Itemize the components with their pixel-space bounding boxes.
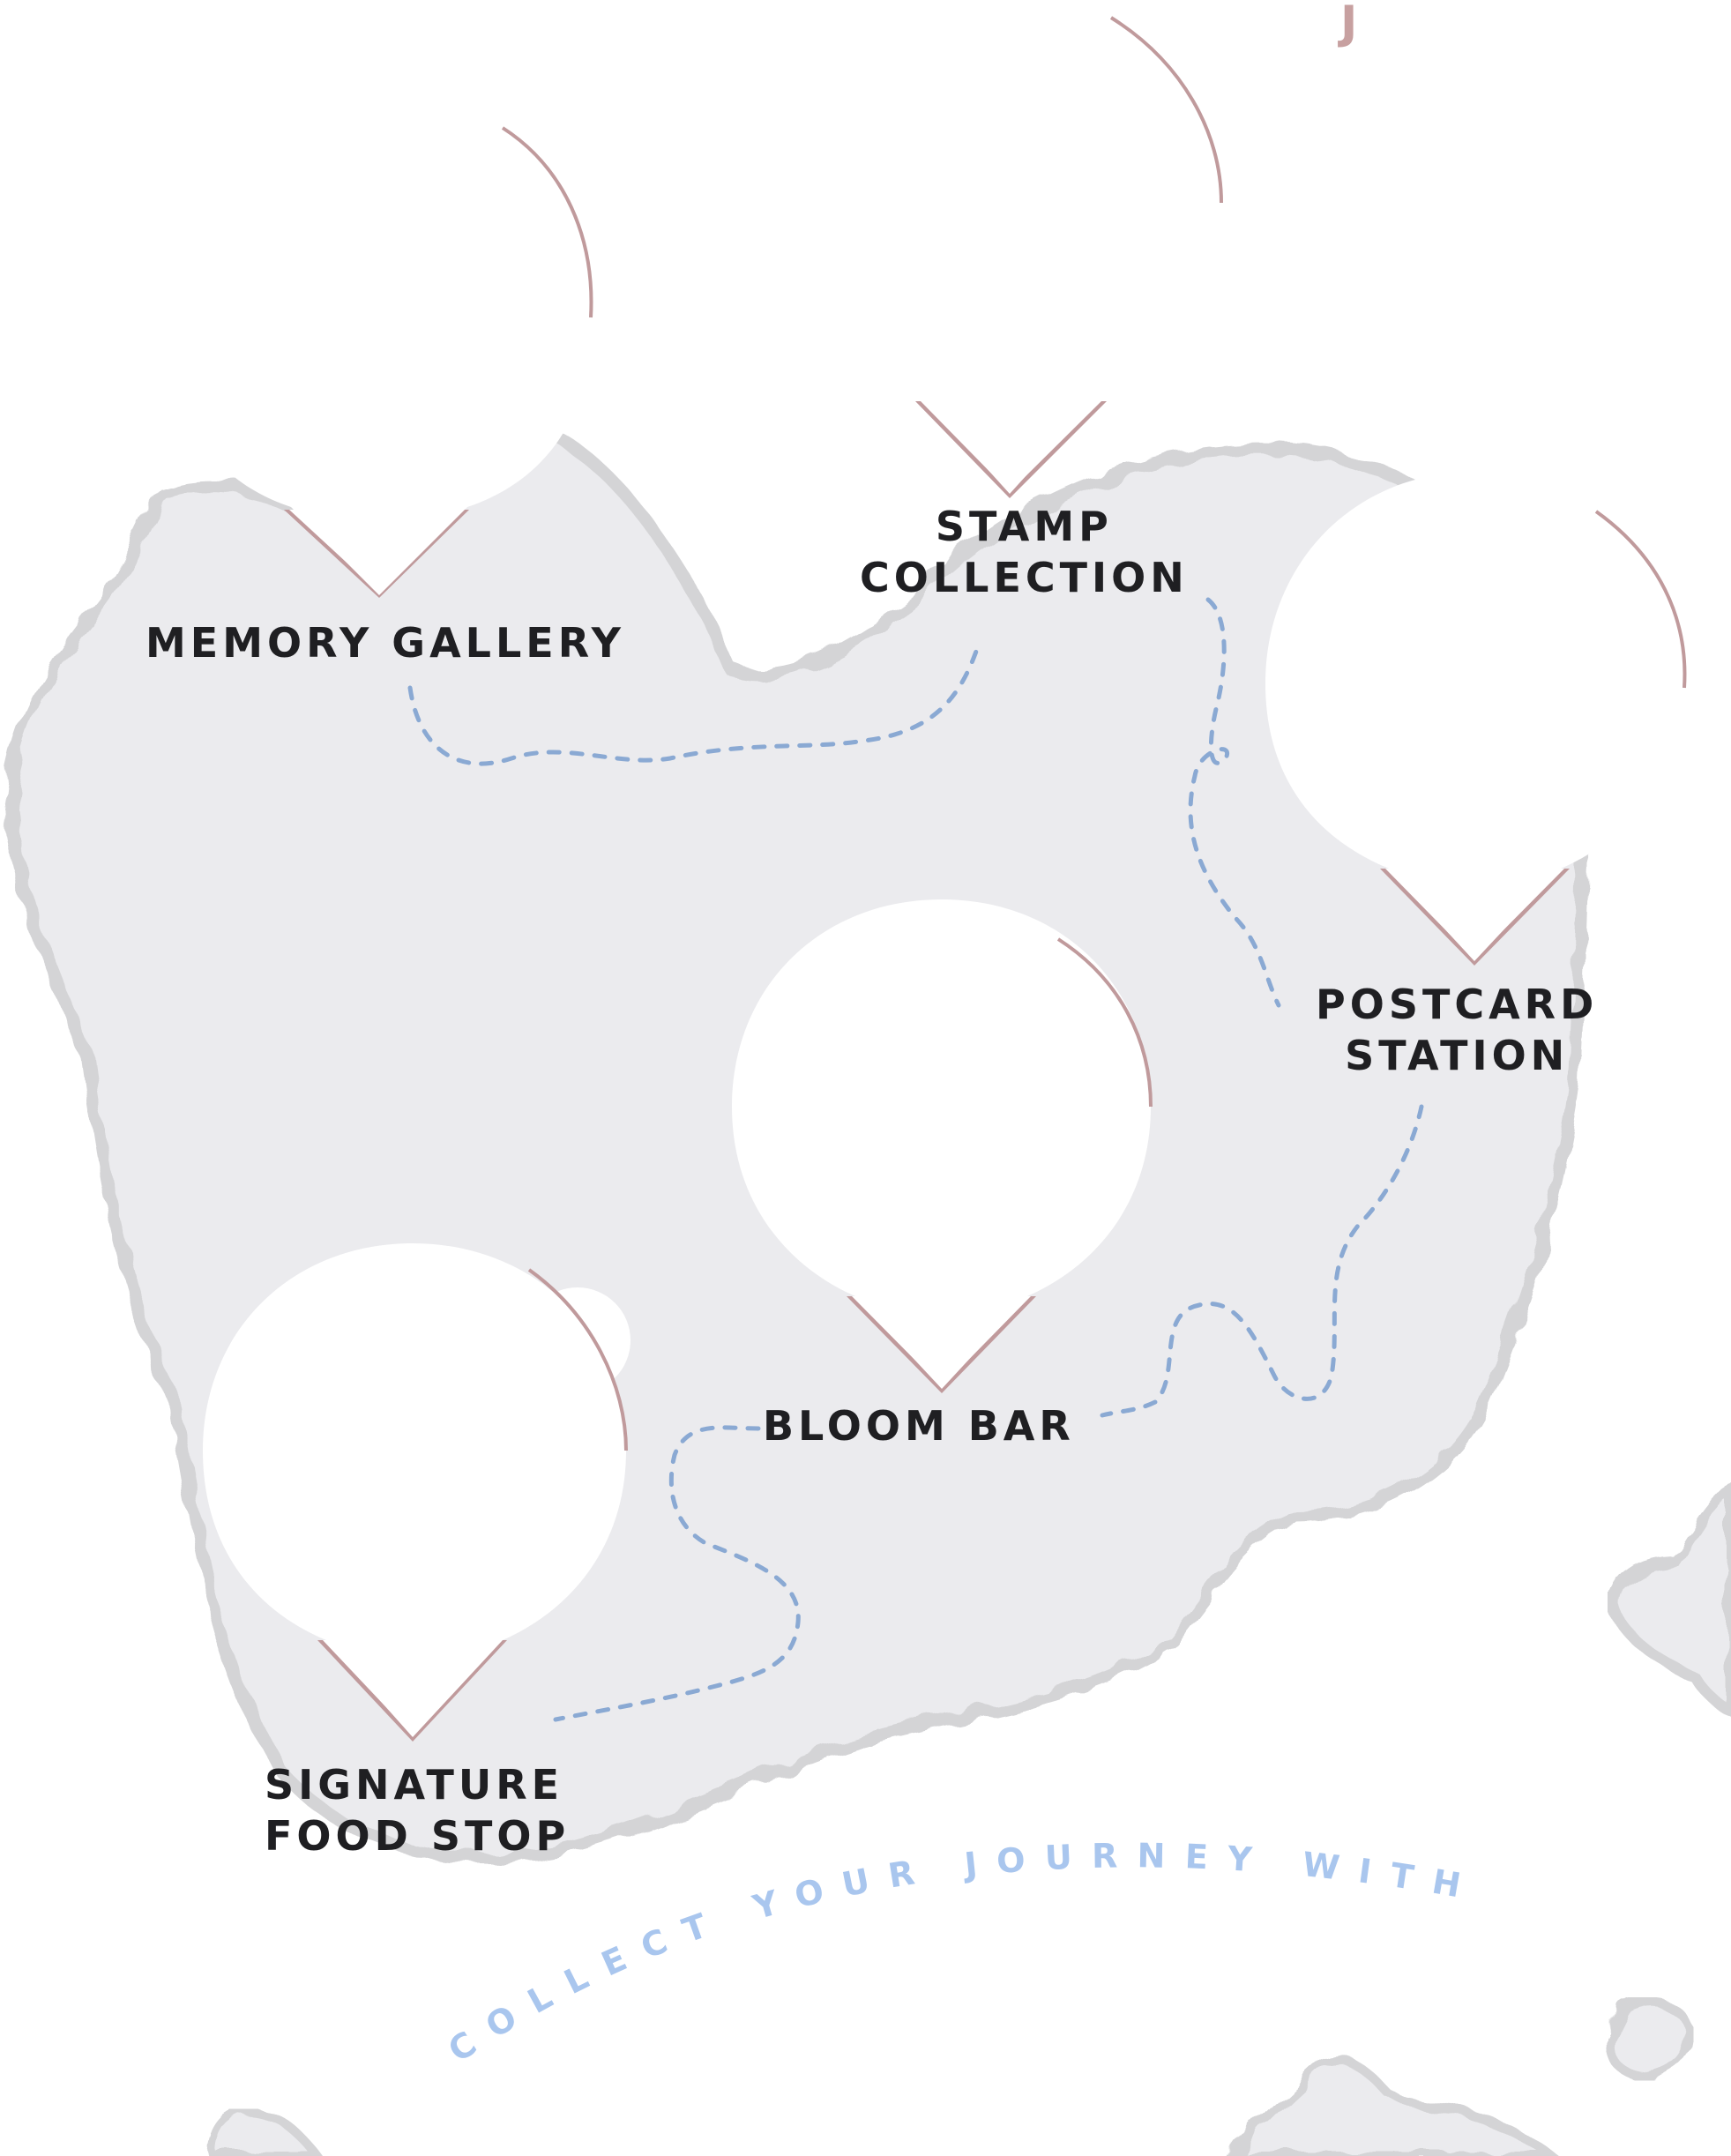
stop-label-line: FOOD STOP — [265, 1812, 571, 1860]
map-pin-signature-food-stop[interactable] — [203, 1243, 630, 1742]
stop-label-postcard-station[interactable]: POSTCARD STATION — [1316, 979, 1598, 1081]
stop-label-line: STAMP — [935, 503, 1113, 550]
map-pin-memory-gallery[interactable] — [168, 106, 593, 598]
stop-label-line: SIGNATURE — [265, 1761, 564, 1809]
stop-label-line: COLLECTION — [860, 554, 1189, 601]
route-path — [1100, 1104, 1424, 1418]
island-east — [1608, 1484, 1731, 1717]
map-pin-postcard-station[interactable] — [1265, 472, 1687, 966]
stop-label-line: MEMORY GALLERY — [145, 619, 625, 667]
stop-label-line: STATION — [1345, 1032, 1570, 1079]
island-south — [1228, 2054, 1560, 2156]
map-pin-stamp-collection[interactable] — [798, 0, 1223, 498]
route-path — [1188, 597, 1281, 1008]
stop-label-memory-gallery[interactable]: MEMORY GALLERY — [145, 617, 625, 668]
stop-label-stamp-collection[interactable]: STAMP COLLECTION — [860, 501, 1189, 603]
route-path — [407, 641, 981, 766]
map-pin-bloom-bar[interactable] — [732, 899, 1153, 1393]
corner-mark: J — [1340, 0, 1358, 49]
stop-label-signature-food-stop[interactable]: SIGNATURE FOOD STOP — [265, 1759, 570, 1861]
route-path — [553, 1425, 801, 1722]
island-sw — [206, 2107, 324, 2156]
stop-label-bloom-bar[interactable]: BLOOM BAR — [763, 1400, 1075, 1451]
island-small — [1604, 1996, 1694, 2082]
stop-label-line: POSTCARD — [1316, 981, 1599, 1028]
stop-label-line: BLOOM BAR — [763, 1402, 1075, 1450]
